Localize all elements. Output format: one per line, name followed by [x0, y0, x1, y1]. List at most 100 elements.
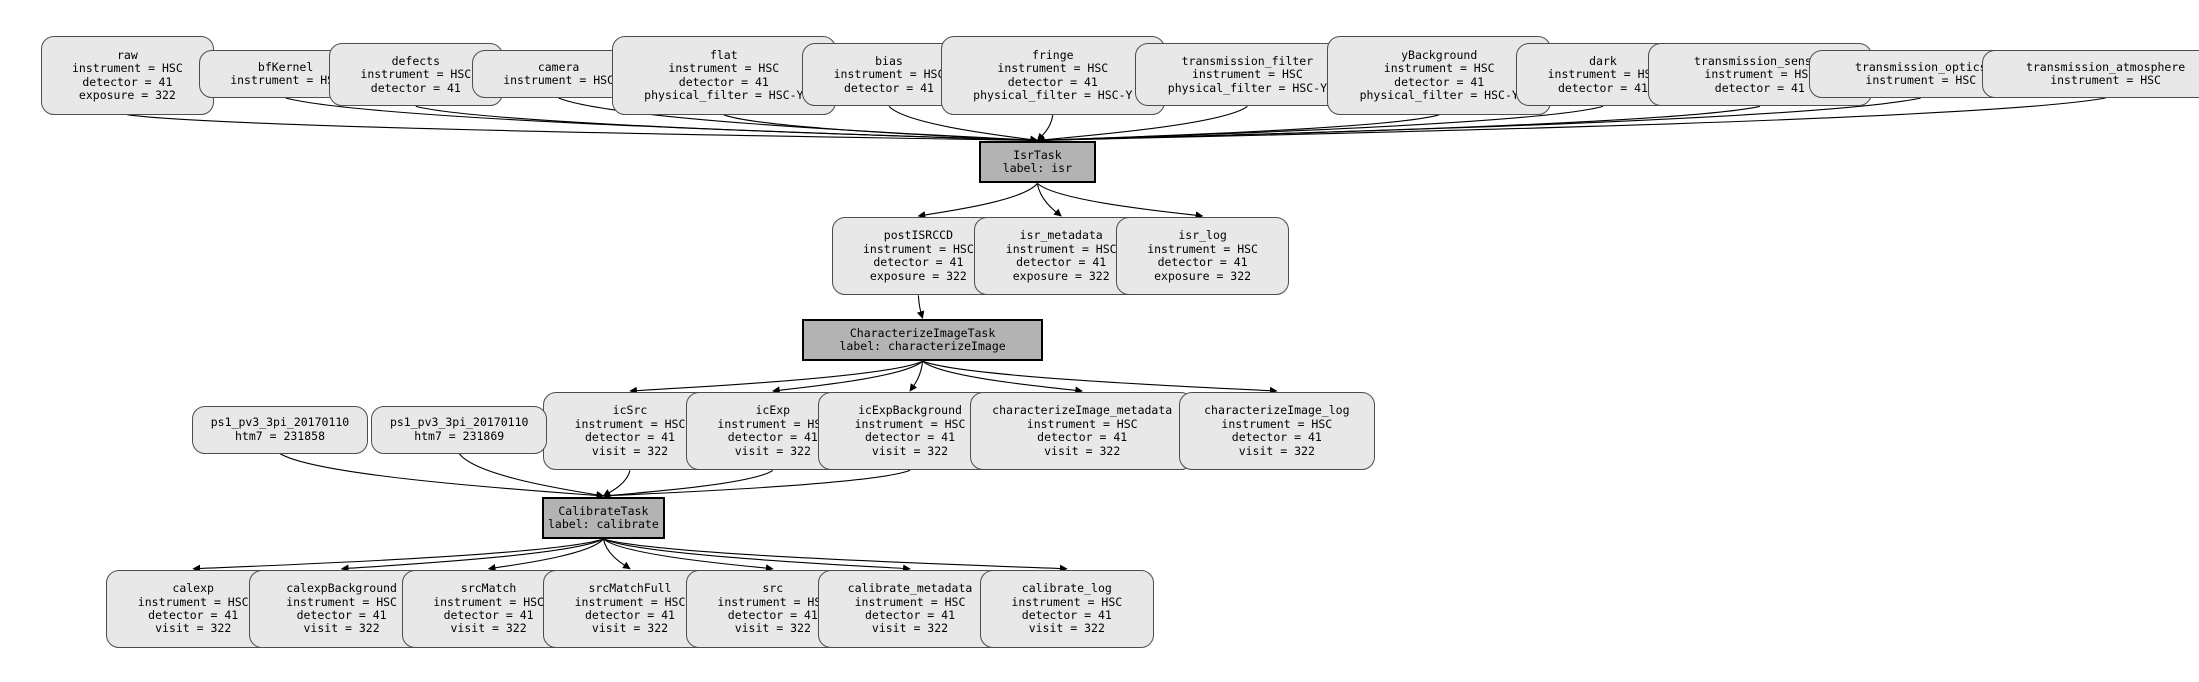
node-attribute: detector = 41	[864, 607, 955, 622]
node-attribute: instrument = HSC	[668, 61, 780, 76]
node-attribute: instrument = HSC	[1192, 67, 1303, 82]
edge-CalibrateTask-to-src	[603, 538, 774, 572]
node-attribute: label: calibrate	[548, 517, 659, 531]
node-attribute: detector = 41	[1037, 430, 1128, 445]
node-title: fringe	[1032, 47, 1074, 62]
node-attribute: visit = 322	[591, 621, 669, 636]
node-attribute: htm7 = 231869	[414, 428, 505, 443]
node-title: bias	[875, 53, 903, 68]
node-attribute: detector = 41	[864, 430, 955, 445]
node-attribute: visit = 322	[303, 621, 380, 636]
node-title: srcMatch	[460, 581, 517, 596]
node-attribute: visit = 322	[1028, 621, 1105, 636]
node-attribute: visit = 322	[871, 443, 949, 458]
node-title: flat	[709, 47, 738, 62]
node-title: isr_log	[1178, 228, 1227, 243]
node-attribute: detector = 41	[843, 80, 934, 95]
node-attribute: exposure = 322	[78, 87, 176, 102]
node-title: camera	[537, 59, 580, 74]
node-title: transmission_optics	[1855, 59, 1987, 74]
node-attribute: physical_filter = HSC-Y	[1359, 87, 1519, 102]
node-title: characterizeImage_log	[1204, 403, 1350, 418]
node-title: icExp	[755, 403, 791, 418]
edge-CalibrateTask-to-srcMatchFull	[602, 538, 631, 570]
node-attribute: instrument = HSC	[1026, 416, 1138, 431]
node-title: characterizeImage_metadata	[992, 403, 1173, 418]
node-attribute: instrument = HSC	[854, 594, 966, 609]
edge-icSrc-to-CalibrateTask	[602, 470, 631, 497]
node-attribute: detector = 41	[296, 607, 387, 622]
node-attribute: exposure = 322	[1154, 268, 1252, 283]
edge-IsrTask-to-postISRCCD	[917, 183, 1038, 219]
node-title: calexpBackground	[286, 581, 397, 596]
edge-icExpBackground-to-CalibrateTask	[602, 469, 911, 500]
node-attribute: visit = 322	[155, 621, 232, 636]
node-title: raw	[117, 47, 138, 62]
node-title: postISRCCD	[883, 228, 954, 243]
node-title: srcMatchFull	[588, 581, 672, 596]
node-attribute: instrument = HSC	[997, 61, 1109, 76]
node-attribute: detector = 41	[584, 430, 675, 445]
node-title: calexp	[172, 581, 214, 596]
node-attribute: instrument = HSC	[360, 67, 472, 82]
edge-IsrTask-to-isr_metadata	[1036, 183, 1062, 217]
node-attribute: visit = 322	[1044, 443, 1121, 458]
node-attribute: instrument = HSC	[230, 73, 341, 88]
node-attribute: visit = 322	[591, 443, 669, 458]
node-attribute: visit = 322	[871, 621, 949, 636]
node-attribute: detector = 41	[1157, 255, 1248, 270]
edge-postISRCCD-to-CharacterizeImageTask	[916, 295, 925, 319]
node-attribute: label: characterizeImage	[839, 339, 1006, 354]
node-attribute: detector = 41	[584, 607, 675, 622]
node-attribute: instrument = HSC	[1147, 241, 1258, 256]
node-attribute: instrument = HSC	[854, 416, 966, 431]
node-title: calibrate_metadata	[847, 581, 973, 596]
edge-CalibrateTask-to-calibrate_log	[603, 538, 1068, 573]
node-attribute: instrument = HSC	[717, 594, 829, 609]
node-title: src	[762, 581, 784, 596]
edge-raw-to-IsrTask	[127, 114, 1039, 145]
node-attribute: physical_filter = HSC-Y	[1167, 80, 1328, 95]
node-title: bfKernel	[257, 59, 314, 74]
node-title: CharacterizeImageTask	[849, 325, 996, 340]
node-attribute: detector = 41	[443, 607, 534, 622]
node-attribute: detector = 41	[1007, 74, 1098, 89]
edge-yBackground-to-IsrTask	[1036, 114, 1440, 144]
node-title: icSrc	[612, 403, 648, 418]
node-attribute: detector = 41	[873, 255, 964, 270]
edge-flat-to-IsrTask	[723, 114, 1039, 144]
node-attribute: instrument = HSC	[863, 241, 974, 256]
node-attribute: detector = 41	[1714, 80, 1805, 95]
node-attribute: instrument = HSC	[574, 594, 686, 609]
edge-IsrTask-to-isr_log	[1037, 182, 1204, 220]
node-attribute: instrument = HSC	[72, 61, 183, 76]
node-attribute: instrument = HSC	[574, 416, 686, 431]
node-title: transmission_filter	[1181, 53, 1314, 68]
node-attribute: visit = 322	[450, 621, 527, 636]
node-attribute: exposure = 322	[869, 268, 967, 283]
node-attribute: detector = 41	[727, 430, 818, 445]
node-attribute: instrument = HSC	[717, 416, 829, 431]
edge-CharacterizeImageTask-to-icSrc	[629, 360, 923, 395]
node-attribute: detector = 41	[370, 80, 461, 95]
edge-icExp-to-CalibrateTask	[602, 469, 774, 500]
node-attribute: instrument = HSC	[2050, 73, 2161, 88]
node-title: yBackground	[1401, 47, 1478, 62]
node-attribute: detector = 41	[1021, 607, 1112, 622]
